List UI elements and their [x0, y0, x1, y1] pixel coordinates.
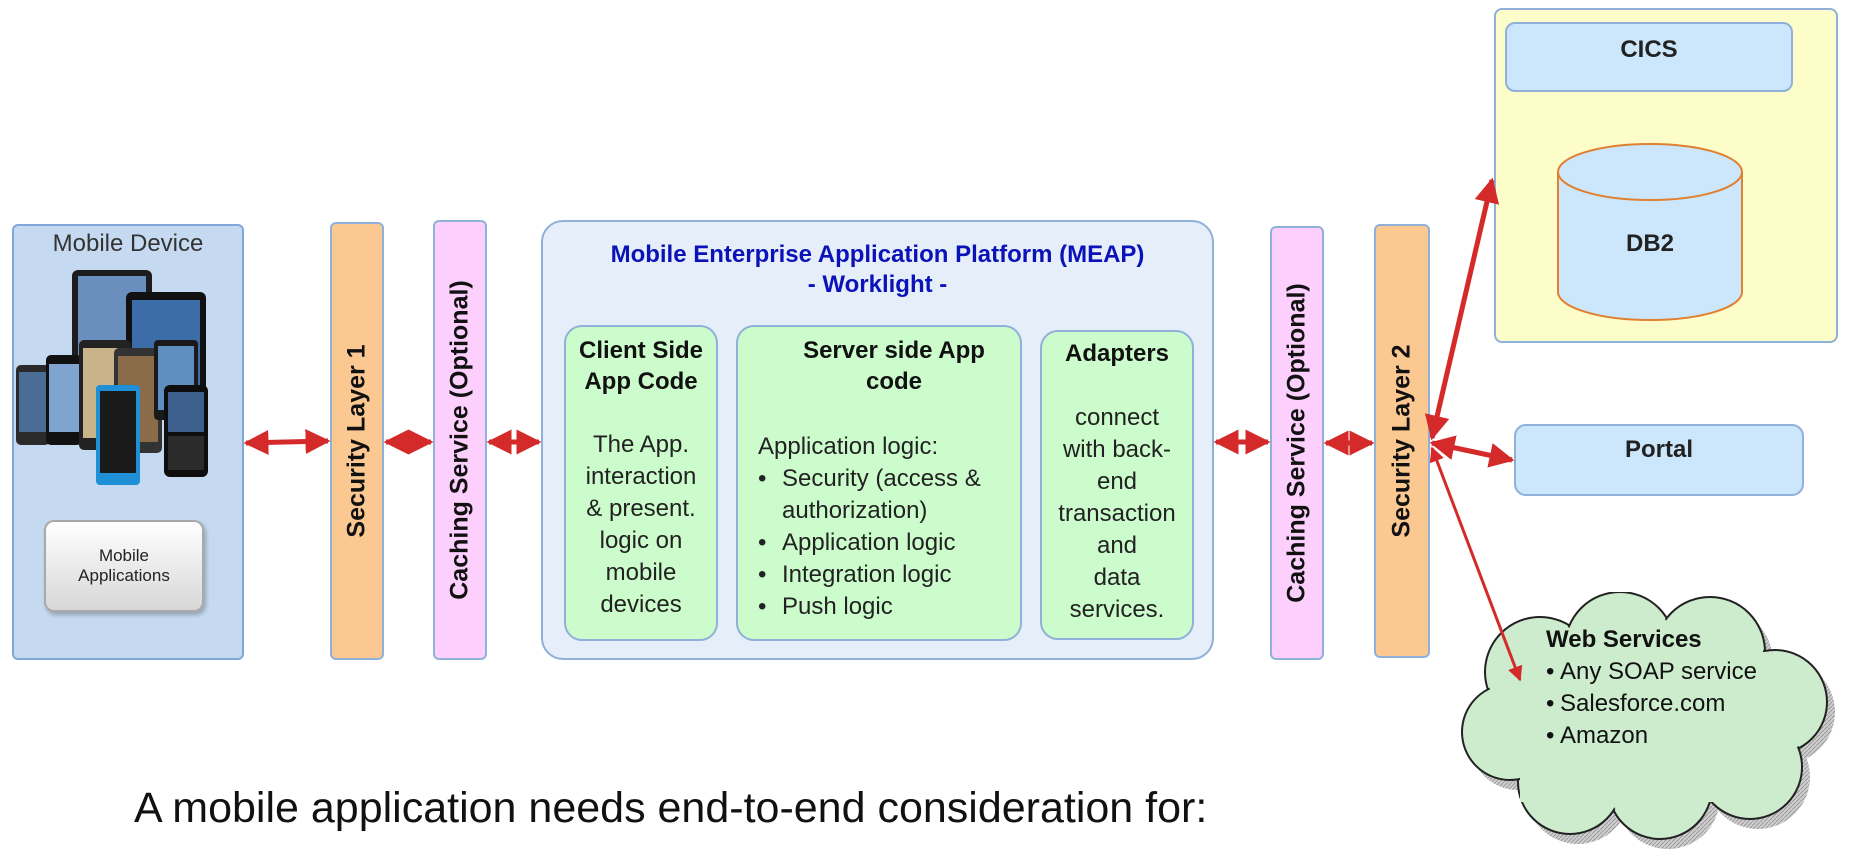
adapters-description: connect with back- end transaction and d…: [1042, 402, 1192, 626]
server-side-heading-line2: code: [865, 368, 922, 395]
server-side-description: Application logic: Security (access & au…: [758, 431, 1014, 623]
security-layer-1: Security Layer 1: [330, 222, 384, 660]
client-side-app-code-box: Client Side App Code The App. interactio…: [564, 325, 718, 641]
caching-service-right: Caching Service (Optional): [1270, 226, 1324, 660]
server-side-bullet-continuation: authorization): [782, 497, 928, 524]
cics-box: CICS: [1505, 22, 1793, 92]
mobile-applications-button[interactable]: Mobile Applications: [44, 520, 204, 612]
client-side-description: The App. interaction & present. logic on…: [566, 429, 716, 621]
client-side-heading: Client Side App Code: [566, 335, 716, 397]
client-side-text-line: mobile: [605, 559, 677, 586]
web-services-item: Amazon: [1546, 720, 1786, 752]
adapters-text-line: end: [1096, 468, 1138, 495]
meap-title-line1: Mobile Enterprise Application Platform (…: [610, 241, 1145, 268]
server-side-heading-line1: Server side App: [803, 337, 985, 364]
security-layer-2: Security Layer 2: [1374, 224, 1430, 658]
arrow-security2-webservices: [1429, 446, 1523, 682]
client-side-text-line: The App.: [592, 431, 690, 458]
client-side-text-line: interaction: [585, 463, 697, 490]
server-side-heading: Server side App code: [768, 335, 1020, 397]
arrow-device-security1: [243, 429, 331, 455]
client-side-heading-line1: Client Side: [578, 337, 704, 364]
server-side-bullet: Application logic: [758, 527, 1014, 559]
adapters-box: Adapters connect with back- end transact…: [1040, 330, 1194, 640]
footer-caption: A mobile application needs end-to-end co…: [134, 784, 1208, 832]
caching-service-left: Caching Service (Optional): [433, 220, 487, 660]
adapters-text-line: services.: [1069, 596, 1165, 623]
server-side-intro: Application logic:: [758, 433, 939, 460]
meap-title: Mobile Enterprise Application Platform (…: [541, 240, 1214, 300]
web-services-item: Any SOAP service: [1546, 656, 1786, 688]
db2-cylinder: [1557, 143, 1743, 321]
adapters-heading: Adapters: [1064, 340, 1170, 367]
adapters-text-line: with back-: [1062, 436, 1172, 463]
portal-box: Portal: [1514, 424, 1804, 496]
arrow-security2-backend: [1424, 177, 1500, 441]
mobile-device-title: Mobile Device: [52, 230, 204, 257]
db2-label: DB2: [1625, 230, 1674, 257]
client-side-text-line: & present.: [586, 495, 696, 522]
server-side-bullet: Integration logic: [758, 559, 1014, 591]
server-side-app-code-box: Server side App code Application logic: …: [736, 325, 1022, 641]
mobile-devices-image: [16, 270, 208, 485]
web-services-title: Web Services: [1546, 626, 1702, 653]
meap-title-line2: - Worklight -: [807, 271, 948, 298]
adapters-text-line: transaction: [1058, 500, 1176, 527]
web-services-text: Web Services Any SOAP service Salesforce…: [1546, 624, 1786, 752]
client-side-text-line: logic on: [599, 527, 683, 554]
adapters-text-line: and: [1096, 532, 1138, 559]
arrow-security2-portal: [1429, 435, 1515, 468]
adapters-text-line: data: [1093, 564, 1141, 591]
web-services-item: Salesforce.com: [1546, 688, 1786, 720]
adapters-text-line: connect: [1074, 404, 1160, 431]
server-side-bullet: Security (access &: [758, 463, 1014, 495]
server-side-bullet: Push logic: [758, 591, 1014, 623]
client-side-heading-line2: App Code: [584, 368, 698, 395]
client-side-text-line: devices: [600, 591, 682, 618]
